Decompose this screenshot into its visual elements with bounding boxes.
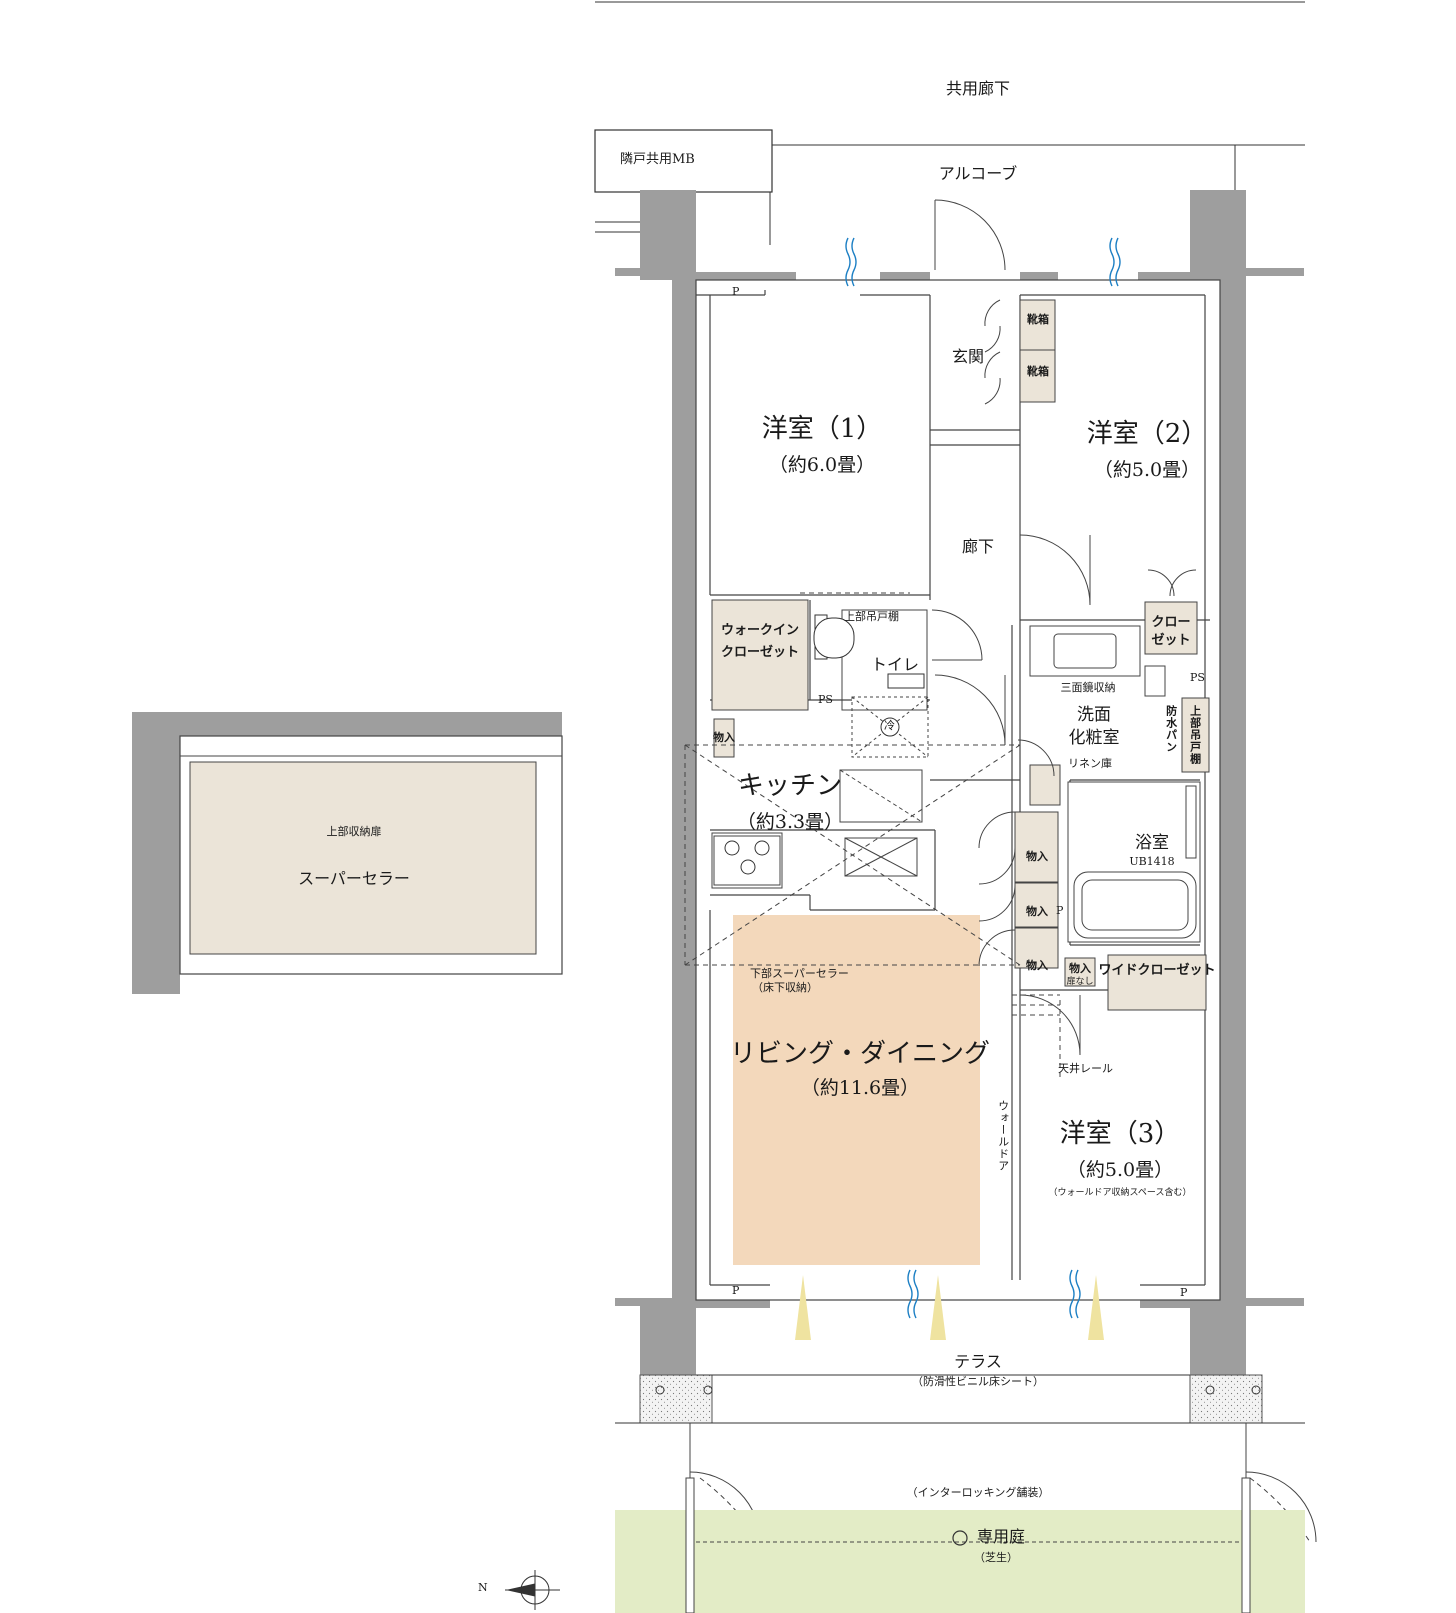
terrace-label: テラス: [954, 1352, 1002, 1371]
western2-area: （約5.0畳）: [1093, 459, 1201, 481]
kitchen-name: キッチン: [737, 771, 843, 801]
p-label-3: P: [1180, 1286, 1188, 1299]
toilet-label: トイレ: [870, 655, 920, 674]
garden-note: （芝生）: [974, 1551, 1018, 1564]
living-highlight: [733, 915, 980, 1265]
western3-note: （ウォールドア収納スペース含む）: [1048, 1188, 1192, 1198]
garden-marker-icon: [952, 1530, 968, 1546]
waterproof-pan-label: 防水パン: [1164, 705, 1178, 753]
western3-name: 洋室（3）: [1059, 1119, 1181, 1149]
kitchen-area: （約3.3畳）: [736, 811, 844, 833]
bath-label: 浴室: [1135, 833, 1169, 853]
ceiling-rail-label: 天井レール: [1058, 1062, 1113, 1075]
hallway-label: 廊下: [961, 537, 995, 556]
linen-label: リネン庫: [1068, 757, 1112, 770]
north-label: N: [478, 1581, 488, 1594]
closet-label-2: ゼット: [1151, 633, 1191, 648]
alcove-label: アルコーブ: [938, 164, 1018, 183]
shoe-box-label-1: 靴箱: [1027, 313, 1049, 326]
wall-door-label: ウォールドア: [996, 1100, 1010, 1172]
living-name: リビング・ダイニング: [729, 1039, 991, 1069]
cellar-label: スーパーセラー: [298, 869, 410, 888]
closet-label-1: クロー: [1151, 615, 1191, 630]
under-cellar-label-2: （床下収納）: [752, 981, 818, 994]
washroom-label-1: 洗面: [1077, 705, 1111, 725]
stove-icon: [724, 840, 770, 875]
wic-label-2: クローゼット: [720, 645, 800, 660]
compass-icon: [505, 1570, 560, 1610]
toilet-icon: [813, 617, 855, 659]
neighbor-mb-box: [594, 129, 773, 193]
storage-label-4: 物入: [713, 731, 735, 744]
bath-unit-label: UB1418: [1129, 855, 1175, 868]
wic-label-1: ウォークイン: [720, 623, 800, 638]
storage-label-1: 物入: [1026, 850, 1048, 863]
garden-label: 専用庭: [977, 1527, 1026, 1546]
corridor-label: 共用廊下: [945, 79, 1011, 98]
storage-nodoor-label-1: 物入: [1069, 962, 1091, 975]
fridge-label: 冷: [884, 719, 895, 732]
daylight-marks: [795, 1275, 1104, 1340]
storage-label-2: 物入: [1026, 905, 1048, 918]
wide-closet-label: ワイドクローゼット: [1098, 963, 1216, 978]
p-label-4: P: [1056, 904, 1064, 917]
upper-cabinet-label: 上部吊戸棚: [844, 610, 899, 623]
p-label-2: P: [732, 1284, 740, 1297]
bathtub-icon: [1073, 871, 1197, 939]
storage-label-3: 物入: [1026, 959, 1048, 972]
paving-label: （インターロッキング舗装）: [906, 1486, 1050, 1499]
toilet-room: [841, 609, 928, 711]
living-area: （約11.6畳）: [800, 1077, 920, 1099]
door-swings: [689, 199, 1317, 1543]
p-label-1: P: [732, 285, 740, 298]
under-cellar-label-1: 下部スーパーセラー: [750, 967, 849, 980]
mirror-storage-label: 三面鏡収納: [1060, 681, 1116, 694]
ps-label-1: PS: [818, 693, 833, 706]
washroom-label-2: 化粧室: [1068, 728, 1120, 748]
cellar-door-label: 上部収納扉: [326, 825, 382, 838]
ventilation-marks: [845, 237, 1121, 1319]
ps-label-2: PS: [1190, 671, 1205, 684]
shoe-box-label-2: 靴箱: [1027, 365, 1049, 378]
western1-area: （約6.0畳）: [768, 454, 876, 476]
garden-area: [615, 1510, 1305, 1613]
interior-walls: [695, 279, 1221, 1301]
terrace-note: （防滑性ビニル床シート）: [912, 1375, 1044, 1388]
entrance-label: 玄関: [951, 347, 985, 366]
parapet-right: [1189, 1374, 1263, 1424]
parapet-left: [639, 1374, 713, 1424]
upper-cabinet-vertical-label: 上部吊戸棚: [1188, 705, 1202, 765]
neighbor-mb-label: 隣戸共用MB: [620, 152, 695, 167]
storage-nodoor-label-2: 扉なし: [1066, 977, 1094, 987]
structural-walls: [615, 190, 1304, 1375]
super-cellar: [132, 712, 563, 994]
western2-name: 洋室（2）: [1086, 419, 1208, 449]
western1-name: 洋室（1）: [761, 414, 883, 444]
western3-area: （約5.0畳）: [1066, 1159, 1174, 1181]
